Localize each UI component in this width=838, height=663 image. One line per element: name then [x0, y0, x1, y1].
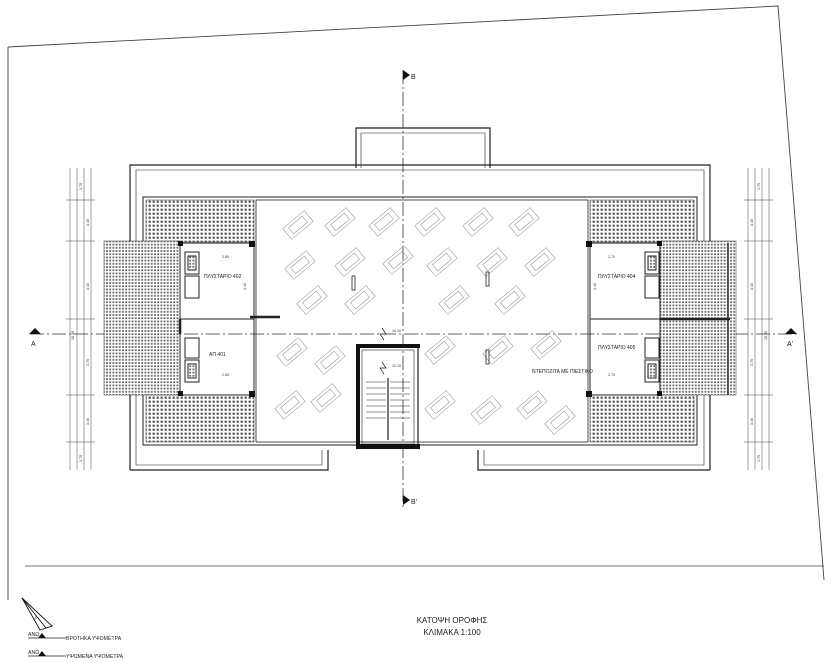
hatched-areas: [103, 199, 737, 443]
legend-code-2: ΑΝΩ: [28, 650, 39, 656]
terrace-note: ΝΤΕΠΟΖΙΤΑ ΜΕ ΠΙΕΣΤΙΚΟ: [532, 369, 593, 375]
right-rooms: [589, 242, 730, 396]
drawing-title-line1: ΚΑΤΟΨΗ ΟΡΟΦΗΣ: [417, 616, 488, 625]
right-corner-posts: [586, 241, 662, 397]
dim-room-404-width: 2.70: [608, 255, 615, 259]
plot-boundary: [7, 5, 825, 600]
axis-marker-a-right: A': [785, 328, 797, 348]
legend: ΑΝΩ ΒΡΟΤΗΚΑ ΥΨΟΜΕΤΡΑ ΑΝΩ ΥΨΩΜΕΝΑ ΥΨΟΜΕΤΡ…: [28, 632, 124, 660]
legend-label-1: ΒΡΟΤΗΚΑ ΥΨΟΜΕΤΡΑ: [66, 636, 122, 642]
dim-room-402-height: 3.40: [243, 283, 247, 290]
room-labels: ΠΛΥΣΤΑΡΙΟ 402 ΑΠ 401 ΠΛΥΣΤΑΡΙΟ 404 ΠΛΥΣΤ…: [204, 274, 636, 375]
dim-left-6: 1.75: [79, 455, 83, 462]
drawing-title: ΚΑΤΟΨΗ ΟΡΟΦΗΣ ΚΛΙΜΑΚΑ 1:100: [417, 616, 488, 637]
dim-room-402-width: 2.85: [222, 255, 229, 259]
dim-right-total: 18.38: [764, 331, 768, 340]
room-label-404: ΠΛΥΣΤΑΡΙΟ 404: [598, 274, 636, 280]
solar-panels: [274, 207, 576, 435]
axis-marker-b-top: B: [403, 70, 416, 81]
dim-core-bottom: 10.10: [392, 364, 401, 368]
dim-right-1: 1.75: [757, 183, 761, 190]
dim-left-5: 3.40: [86, 418, 90, 425]
north-arrow-label: Β: [33, 616, 38, 621]
drawing-title-line2: ΚΛΙΜΑΚΑ 1:100: [423, 628, 481, 637]
dimension-lines-right: [744, 168, 773, 470]
axis-label-b-bottom: B': [411, 499, 417, 506]
dim-room-405-width: 2.75: [608, 373, 615, 377]
roof-vents: [351, 271, 490, 365]
dim-right-2: 3.40: [750, 219, 754, 226]
north-arrow-icon: Β: [21, 597, 53, 631]
dimension-texts-left: 1.75 3.40 3.10 18.38 3.75 3.40 1.75: [71, 183, 90, 462]
dim-left-4: 3.75: [86, 359, 90, 366]
dim-left-total: 18.38: [71, 331, 75, 340]
room-dimension-texts: 2.85 2.85 2.70 2.75 3.40 3.40 10.10 10.1…: [222, 255, 615, 377]
dim-right-5: 3.40: [750, 418, 754, 425]
dim-left-1: 1.75: [79, 183, 83, 190]
legend-label-2: ΥΨΩΜΕΝΑ ΥΨΟΜΕΤΡΑ: [66, 654, 124, 660]
dim-left-3: 3.10: [86, 283, 90, 290]
dim-right-6: 1.75: [757, 455, 761, 462]
dim-left-2: 3.40: [86, 219, 90, 226]
stair-walls: [356, 344, 420, 449]
level-markers: [379, 327, 387, 375]
axis-label-a-right: A': [787, 341, 793, 348]
dim-right-3: 3.10: [750, 283, 754, 290]
dim-right-4: 3.75: [750, 359, 754, 366]
left-corner-posts: [178, 241, 255, 397]
dimension-texts-right: 1.75 3.40 3.10 18.38 3.75 3.40 1.75: [750, 183, 768, 462]
dim-core-top: 10.10: [392, 329, 401, 333]
room-label-405: ΠΛΥΣΤΑΡΙΟ 405: [598, 345, 636, 351]
legend-code-1: ΑΝΩ: [28, 632, 39, 638]
central-terrace: [255, 199, 589, 443]
stair-core: [357, 345, 419, 449]
axis-marker-a-left: A: [29, 328, 41, 348]
dim-room-404-height: 3.40: [593, 283, 597, 290]
axis-label-a-left: A: [31, 341, 36, 348]
dim-room-401-width: 2.85: [222, 373, 229, 377]
left-rooms: [178, 242, 280, 396]
room-label-402: ΠΛΥΣΤΑΡΙΟ 402: [204, 274, 242, 280]
dimension-lines-left: [66, 168, 95, 470]
room-label-401: ΑΠ 401: [209, 352, 226, 358]
axis-marker-b-bottom: B': [403, 495, 417, 506]
axis-label-b-top: B: [411, 74, 416, 81]
